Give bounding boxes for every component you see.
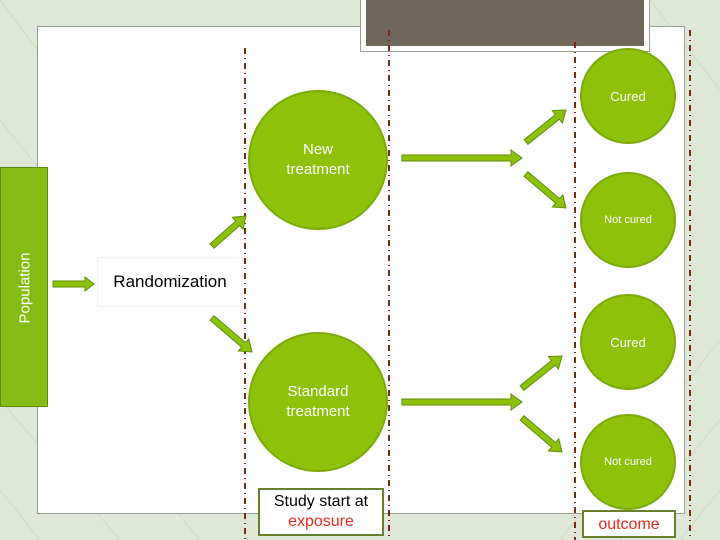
- header-bar: [366, 0, 644, 46]
- arrow-population-to-randomization: [52, 275, 95, 293]
- standard-treatment-label-line2: treatment: [286, 403, 350, 420]
- outcome-box: outcome: [582, 510, 676, 538]
- new-treatment-circle: New treatment: [248, 90, 388, 230]
- outcome-label: Cured: [610, 88, 646, 104]
- arrow-standard-to-cured: [519, 355, 563, 391]
- arrow-standard-to-not-cured: [519, 414, 563, 453]
- randomization-label: Randomization: [113, 272, 227, 291]
- study-start-line1: Study start at: [273, 493, 369, 510]
- outcome-label: Not cured: [604, 456, 652, 468]
- new-treatment-label-line2: treatment: [286, 161, 350, 178]
- study-start-box: Study start at exposure: [258, 488, 384, 536]
- outcome-circle-cured-new: Cured: [580, 48, 676, 144]
- outcome-label: Not cured: [604, 214, 652, 226]
- outcome-label: Cured: [610, 334, 646, 350]
- population-bar: Population: [0, 167, 48, 407]
- study-start-line2: exposure: [288, 513, 354, 530]
- arrow-to-new-treatment: [209, 215, 247, 249]
- outcome-circle-cured-standard: Cured: [580, 294, 676, 390]
- header-tab: [360, 0, 650, 52]
- arrow-new-to-not-cured: [523, 170, 567, 209]
- outcome-circle-notcured-standard: Not cured: [580, 414, 676, 510]
- standard-treatment-circle: Standard treatment: [248, 332, 388, 472]
- outcome-circle-notcured-new: Not cured: [580, 172, 676, 268]
- new-treatment-label-line1: New: [302, 141, 333, 158]
- arrow-new-treatment-to-split: [401, 149, 523, 167]
- outcome-box-label: outcome: [598, 516, 660, 533]
- randomization-box: Randomization: [97, 257, 243, 307]
- arrow-standard-treatment-to-split: [401, 393, 523, 411]
- standard-treatment-label-line1: Standard: [287, 383, 349, 400]
- arrow-to-standard-treatment: [209, 314, 253, 353]
- arrow-new-to-cured: [523, 109, 567, 145]
